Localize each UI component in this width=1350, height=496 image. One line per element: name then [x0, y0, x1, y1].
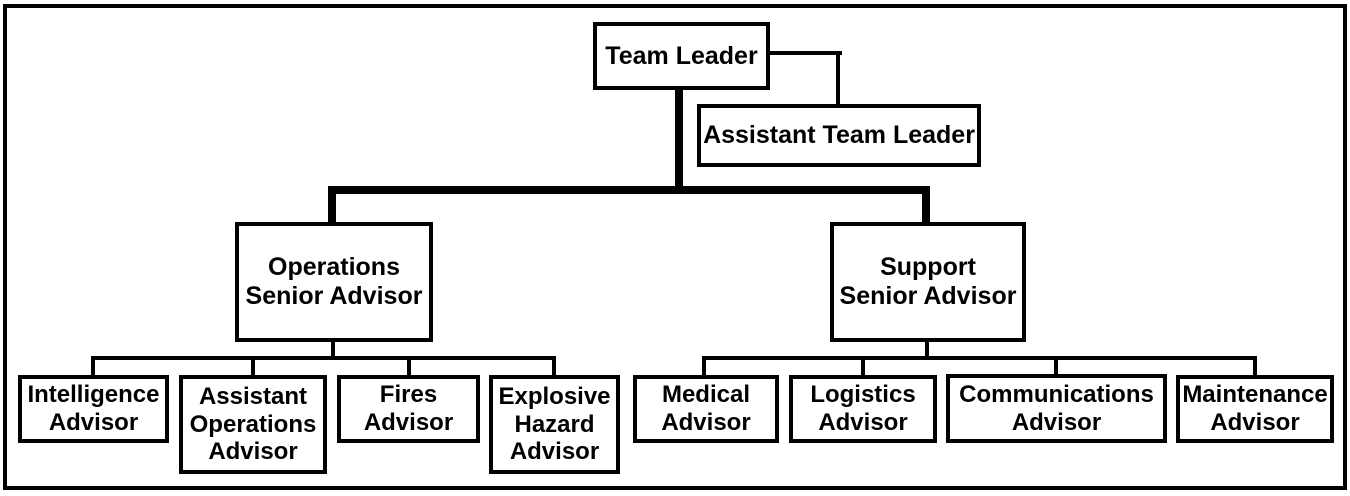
node-medical-advisor-label: Medical Advisor — [661, 381, 751, 436]
node-maintenance-advisor-label: Maintenance Advisor — [1182, 381, 1328, 436]
node-fires-advisor-label: Fires Advisor — [363, 381, 454, 436]
connector-teamleader-trunk — [675, 88, 683, 192]
connector-support-children-stub — [925, 340, 929, 359]
connector-logistics-stub — [861, 356, 865, 376]
node-maintenance-advisor: Maintenance Advisor — [1176, 375, 1334, 443]
node-fires-advisor: Fires Advisor — [337, 375, 480, 443]
node-assistant-operations-advisor: Assistant Operations Advisor — [179, 375, 327, 474]
node-operations-senior-advisor-label: Operations Senior Advisor — [245, 253, 423, 310]
node-explosive-hazard-advisor-label: Explosive Hazard Advisor — [498, 382, 611, 466]
connector-teamleader-to-assistant-horizontal — [768, 51, 842, 55]
chart-border — [3, 4, 1347, 490]
node-communications-advisor: Communications Advisor — [946, 374, 1167, 443]
connector-maintenance-stub — [1253, 356, 1257, 377]
node-support-senior-advisor-label: Support Senior Advisor — [839, 253, 1017, 310]
node-assistant-team-leader-label: Assistant Team Leader — [703, 121, 975, 149]
node-support-senior-advisor: Support Senior Advisor — [830, 222, 1026, 342]
connector-operations-children-stub — [331, 340, 335, 359]
node-assistant-team-leader: Assistant Team Leader — [697, 104, 981, 167]
node-communications-advisor-label: Communications Advisor — [959, 380, 1154, 436]
node-assistant-operations-advisor-label: Assistant Operations Advisor — [189, 382, 317, 466]
connector-explosive-hazard-stub — [552, 356, 556, 377]
node-explosive-hazard-advisor: Explosive Hazard Advisor — [489, 375, 620, 474]
node-logistics-advisor-label: Logistics Advisor — [810, 381, 916, 436]
connector-fires-stub — [407, 356, 411, 377]
node-operations-senior-advisor: Operations Senior Advisor — [235, 222, 433, 342]
connector-support-children-rail — [702, 356, 1257, 360]
connector-medical-stub — [702, 356, 706, 376]
connector-operations-drop — [328, 186, 336, 224]
node-team-leader-label: Team Leader — [605, 41, 758, 70]
connector-communications-stub — [1054, 356, 1058, 376]
connector-assistant-operations-stub — [251, 356, 255, 377]
connector-senior-advisors-rail — [328, 186, 930, 194]
node-medical-advisor: Medical Advisor — [633, 375, 779, 443]
connector-teamleader-to-assistant-vertical — [836, 51, 840, 106]
node-intelligence-advisor-label: Intelligence Advisor — [27, 381, 160, 436]
node-team-leader: Team Leader — [593, 22, 770, 90]
connector-intelligence-stub — [91, 356, 95, 377]
connector-operations-children-rail — [91, 356, 556, 360]
node-logistics-advisor: Logistics Advisor — [789, 375, 937, 443]
node-intelligence-advisor: Intelligence Advisor — [18, 375, 169, 443]
connector-support-drop — [922, 186, 930, 224]
